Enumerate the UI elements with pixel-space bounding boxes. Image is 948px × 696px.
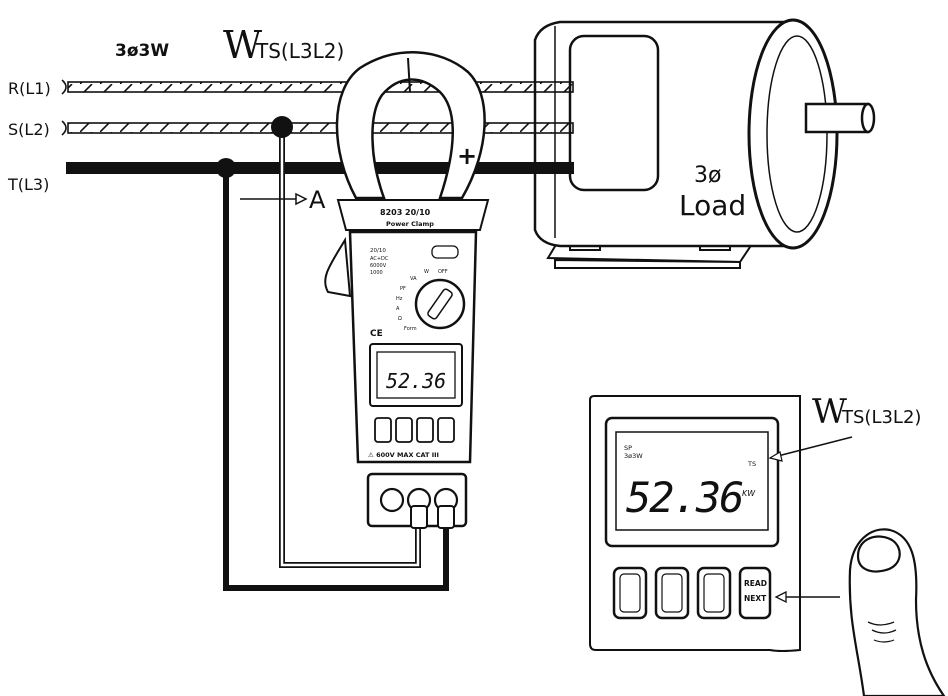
zoom-button-2[interactable]: [654, 566, 690, 620]
meter-button-2[interactable]: [395, 417, 413, 443]
conductor-s: [61, 120, 574, 136]
measurement-sub-label: TS(L3L2): [255, 39, 344, 63]
dial-label-w: W: [424, 269, 429, 275]
t-connection-dot: [216, 158, 236, 178]
meter-button-1[interactable]: [374, 417, 392, 443]
meter-subtitle: Power Clamp: [386, 220, 434, 228]
measurement-main-label: W: [223, 23, 262, 67]
line-label-t: T(L3): [7, 175, 49, 194]
dial-label-va: VA: [410, 276, 417, 282]
meter-range-label-4: 1000: [370, 270, 383, 276]
meter-lcd-reading: 52.36: [386, 369, 446, 393]
dial-label-pf: PF: [400, 286, 406, 292]
system-type-label: 3ø3W: [115, 41, 169, 61]
zoom-lcd-value: 52.36: [626, 473, 743, 522]
load-phase-label: 3ø: [694, 163, 721, 188]
voltage-test-leads: [216, 116, 449, 591]
line-label-s: S(L2): [8, 120, 50, 139]
zoom-button-3[interactable]: [696, 566, 732, 620]
s-connection-dot: [271, 116, 293, 138]
dial-label-a: A: [396, 306, 400, 312]
zoom-lcd-mode-2: 3ø3W: [624, 452, 643, 460]
read-next-button[interactable]: READ NEXT: [738, 566, 772, 620]
dial-label-form: Form: [404, 326, 417, 332]
conductor-t: [66, 162, 574, 174]
zoom-button-1[interactable]: [612, 566, 648, 620]
meter-range-label-3: 6000V: [370, 263, 387, 269]
ce-mark: CE: [370, 329, 383, 339]
meter-button-4[interactable]: [437, 417, 455, 443]
meter-model: 8203 20/10: [380, 208, 431, 217]
current-label: A: [309, 186, 326, 214]
zoomed-meter-panel: SP 3ø3W TS 52.36 KW READ NEXT W TS(L3L2): [589, 392, 946, 696]
read-next-label-bottom: NEXT: [744, 594, 767, 603]
dial-label-ohm: Ω: [398, 316, 402, 322]
meter-button-3[interactable]: [416, 417, 434, 443]
meter-range-label-2: AC+DC: [370, 256, 389, 262]
zoom-lcd-unit: KW: [742, 489, 756, 498]
dial-label-off: OFF: [438, 269, 448, 275]
dial-label-hz: Hz: [396, 296, 403, 302]
meter-range-label-1: 20/10: [370, 248, 386, 254]
load-label: Load: [679, 189, 746, 222]
zoom-lcd-indicator: TS: [747, 460, 756, 468]
meter-lcd: [376, 351, 456, 399]
current-direction-arrow: A: [240, 186, 326, 214]
zoom-annotation-main: W: [812, 392, 847, 432]
zoom-lcd-mode-1: SP: [624, 444, 632, 452]
zoom-annotation-sub: TS(L3L2): [841, 407, 921, 428]
clamp-polarity: +: [457, 142, 477, 170]
read-next-label-top: READ: [744, 579, 767, 588]
zoom-lcd: [615, 431, 769, 531]
rotary-selector-dial[interactable]: [414, 278, 466, 330]
line-label-r: R(L1): [8, 79, 51, 98]
clamp-meter: + 8203 20/10 Power Clamp 20/10 AC+DC 600…: [324, 51, 490, 529]
zoom-annotation-arrow: [769, 436, 853, 459]
conductor-r: [61, 79, 574, 95]
pressing-finger: [848, 528, 946, 696]
meter-footer-rating: ⚠ 600V MAX CAT III: [368, 451, 439, 459]
three-phase-load-motor: 3ø Load: [533, 18, 876, 269]
